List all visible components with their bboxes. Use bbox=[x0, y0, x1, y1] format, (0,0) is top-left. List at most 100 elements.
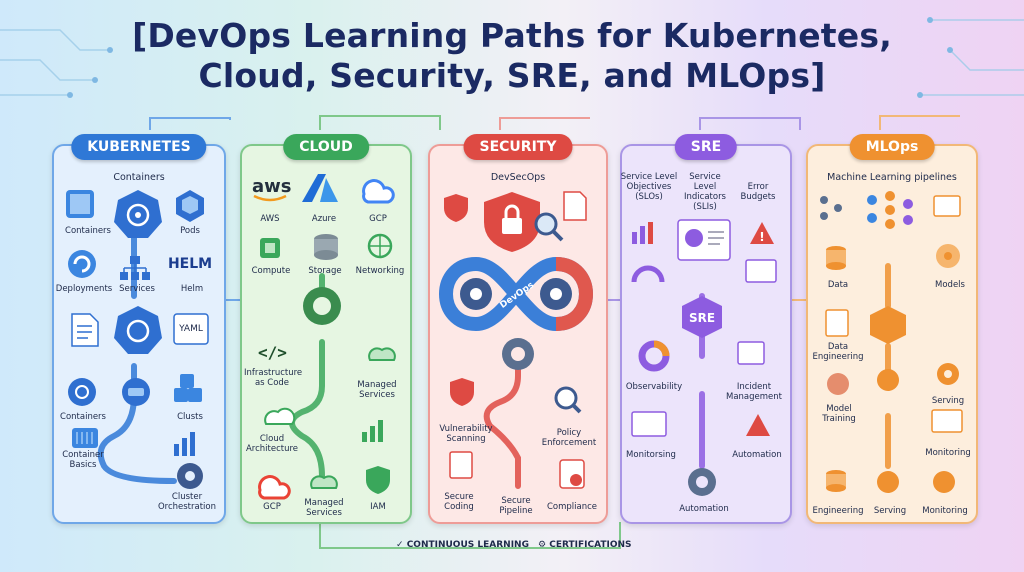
pods-icon bbox=[176, 190, 204, 222]
serving-node-icon bbox=[877, 369, 899, 391]
incident-icon bbox=[737, 341, 765, 365]
slo-chart-icon bbox=[632, 222, 653, 244]
cloud-label-networking: Networking bbox=[355, 266, 405, 276]
k8s-label-yaml: YAML bbox=[179, 324, 203, 334]
sre-panel: SRE ! SRE bbox=[620, 134, 792, 524]
check-icon: ✓ bbox=[396, 540, 404, 550]
cloud-label-aws: AWS bbox=[260, 214, 280, 224]
badge-icon: ⚙ bbox=[538, 540, 547, 550]
continuous-learning-text: CONTINUOUS LEARNING bbox=[406, 540, 529, 550]
mlops-heading[interactable]: MLOps bbox=[849, 134, 935, 160]
storage-icon bbox=[314, 234, 338, 260]
policy-lock-icon bbox=[554, 386, 582, 414]
sec-label-vulnerability: Vulnerability Scanning bbox=[439, 424, 493, 444]
data-database-icon bbox=[826, 246, 846, 270]
ml-label-serving-2: Serving bbox=[873, 506, 907, 516]
kubernetes-panel: KUBERNETES Containers HELM bbox=[52, 134, 226, 524]
svg-text:HELM: HELM bbox=[168, 256, 212, 272]
pipeline-nodes-icon bbox=[820, 196, 842, 220]
monitoring-trend-icon bbox=[933, 471, 955, 493]
devops-infinity-icon: DevOps bbox=[439, 256, 593, 332]
k8s-label-helm: Helm bbox=[180, 284, 204, 294]
models-network-icon bbox=[936, 244, 960, 268]
clusters-cubes-icon bbox=[174, 374, 202, 402]
ml-label-model-training: Model Training bbox=[822, 404, 856, 424]
k8s-label-containers-2: Containers bbox=[60, 412, 106, 422]
kubernetes-diagram: HELM bbox=[66, 190, 212, 489]
cloud-label-architecture: Cloud Architecture bbox=[245, 434, 299, 454]
cloud-label-iam: IAM bbox=[370, 502, 386, 512]
kubernetes-wheel-icon bbox=[114, 190, 162, 238]
compute-chip-icon bbox=[260, 238, 280, 258]
sre-label-observability: Observability bbox=[625, 382, 683, 392]
security-heading[interactable]: SECURITY bbox=[463, 134, 573, 160]
gcp-logo-icon bbox=[362, 179, 395, 204]
engineering-db-icon bbox=[826, 470, 846, 492]
ml-label-serving: Serving bbox=[931, 396, 965, 406]
cloud-heading[interactable]: CLOUD bbox=[283, 134, 369, 160]
sec-label-secure-coding: Secure Coding bbox=[444, 492, 474, 512]
gcp-logo-icon-2 bbox=[258, 475, 291, 500]
k8s-label-cluster-orchestration: Cluster Orchestration bbox=[157, 492, 217, 512]
cloud-panel: CLOUD aws </> bbox=[240, 134, 412, 524]
code-icon: </> bbox=[258, 343, 287, 362]
serving-gear-icon bbox=[937, 363, 959, 385]
sli-dashboard-icon bbox=[677, 219, 731, 261]
document-icon bbox=[563, 191, 587, 221]
page-title: [DevOps Learning Paths for Kubernetes, C… bbox=[0, 16, 1024, 96]
svg-text:!: ! bbox=[759, 230, 764, 244]
monitoring-chart-icon bbox=[931, 409, 963, 433]
continuous-learning-label: ✓ CONTINUOUS LEARNING bbox=[396, 540, 529, 550]
sre-label-incident: Incident Management bbox=[726, 382, 782, 402]
sre-hub-label: SRE bbox=[689, 311, 715, 325]
ml-label-engineering: Engineering bbox=[812, 506, 864, 516]
sre-label-sli: Service Level Indicators (SLIs) bbox=[684, 172, 726, 212]
vulnerability-shield-icon bbox=[450, 378, 474, 406]
warning-shield-icon bbox=[444, 194, 468, 222]
sre-diagram: ! SRE bbox=[631, 219, 777, 496]
security-panel: SECURITY DevSecOps DevOps bbox=[428, 134, 608, 524]
compliance-clipboard-icon bbox=[559, 459, 585, 489]
shield-lock-icon bbox=[484, 192, 540, 252]
cloud-label-iac: Infrastructure as Code bbox=[244, 368, 303, 388]
cloud-label-gcp: GCP bbox=[369, 214, 387, 224]
sre-label-monitoring: Monitorsing bbox=[626, 450, 676, 460]
mlops-diagram bbox=[820, 191, 963, 493]
automation-gear-icon bbox=[688, 468, 716, 496]
cloud-diagram: aws </> bbox=[252, 174, 396, 500]
observability-donut-icon bbox=[638, 340, 670, 372]
security-diagram: DevOps bbox=[439, 191, 593, 489]
gauge-icon bbox=[631, 265, 665, 283]
sre-heading[interactable]: SRE bbox=[674, 134, 738, 160]
secure-coding-icon bbox=[449, 451, 473, 479]
container-basics-icon bbox=[72, 428, 98, 448]
kubernetes-heading[interactable]: KUBERNETES bbox=[71, 134, 207, 160]
yaml-doc-icon bbox=[173, 313, 209, 345]
k8s-label-clusts: Clusts bbox=[177, 412, 203, 422]
certifications-text: CERTIFICATIONS bbox=[549, 540, 632, 550]
brain-hub-icon bbox=[870, 306, 906, 344]
ml-label-data: Data bbox=[827, 280, 849, 290]
yaml-file-icon bbox=[71, 313, 99, 347]
k8s-label-pods: Pods bbox=[180, 226, 200, 236]
sre-label-slo: Service Level Objectives (SLOs) bbox=[620, 172, 678, 202]
automation-warning-icon bbox=[746, 414, 770, 436]
data-engineering-icon bbox=[825, 309, 849, 337]
cloud-label-gcp-2: GCP bbox=[263, 502, 281, 512]
ml-label-monitoring-2: Monitoring bbox=[922, 506, 968, 516]
error-warning-icon: ! bbox=[750, 222, 774, 244]
cloud-architecture-icon bbox=[264, 407, 296, 425]
sec-label-compliance: Compliance bbox=[546, 502, 598, 512]
sec-label-policy: Policy Enforcement bbox=[541, 428, 597, 448]
k8s-label-containers: Containers bbox=[65, 226, 111, 236]
svg-text:</>: </> bbox=[258, 343, 287, 362]
managed-services-cloud-icon bbox=[368, 347, 396, 361]
ml-label-data-engineering: Data Engineering bbox=[812, 342, 864, 362]
networking-icon bbox=[367, 233, 393, 259]
cloud-label-azure: Azure bbox=[311, 214, 337, 224]
sre-label-automation: Automation bbox=[732, 450, 782, 460]
cloud-label-compute: Compute bbox=[251, 266, 291, 276]
azure-logo-icon bbox=[302, 174, 338, 202]
cloud-label-managed-services: Managed Services bbox=[357, 380, 397, 400]
title-line-1: [DevOps Learning Paths for Kubernetes, bbox=[132, 16, 892, 55]
